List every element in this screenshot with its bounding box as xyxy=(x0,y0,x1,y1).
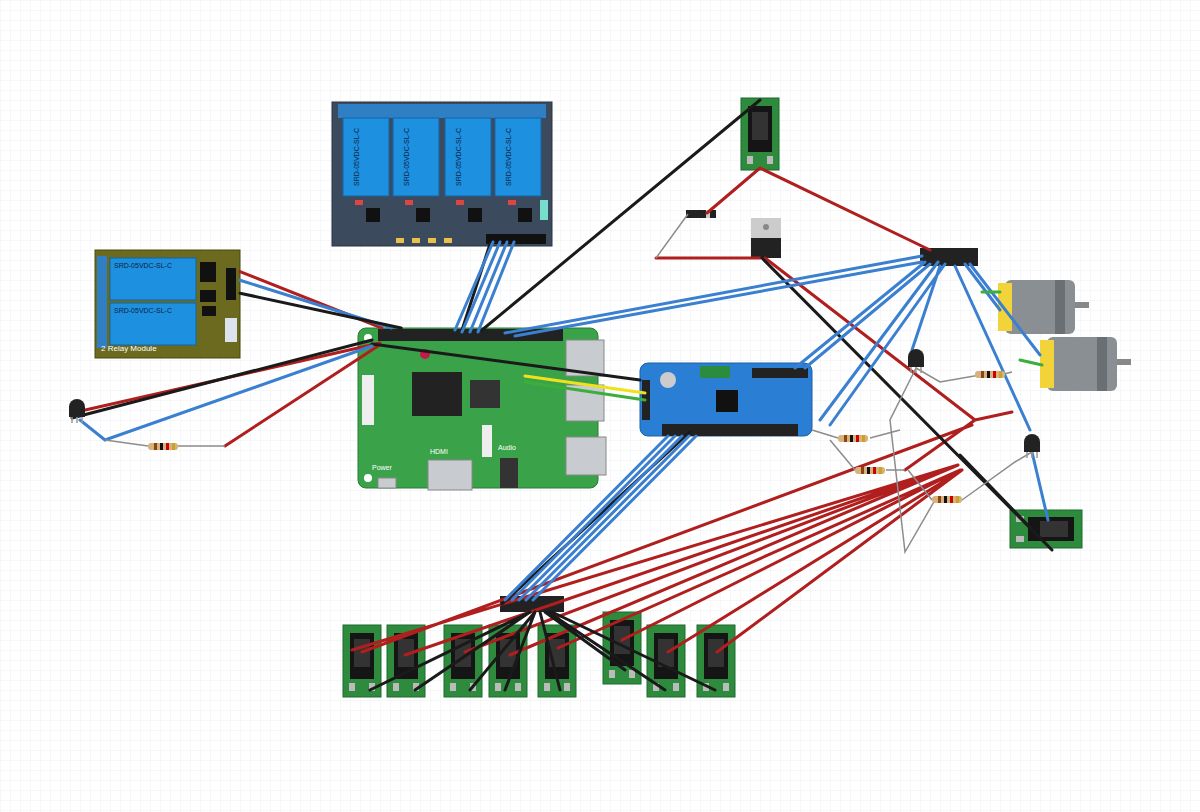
optocoupler xyxy=(366,208,532,222)
part-number: SRD-05VDC-SL-C xyxy=(353,128,361,186)
resistor xyxy=(838,435,868,442)
resistor xyxy=(932,496,962,503)
component xyxy=(200,262,216,316)
wire xyxy=(240,293,401,328)
black-wire xyxy=(72,100,1052,690)
transistor xyxy=(1024,434,1040,458)
part-number: SRD-05VDC-SL-C xyxy=(403,128,411,186)
motor-shaft xyxy=(1075,302,1089,308)
barrel-jack xyxy=(603,612,641,684)
part-number: SRD-05VDC-SL-C xyxy=(114,262,172,270)
terminal-block xyxy=(338,104,546,118)
part-number: SRD-05VDC-SL-C xyxy=(114,307,172,315)
display-connector xyxy=(362,375,374,425)
chip xyxy=(470,380,500,408)
led xyxy=(355,200,516,205)
terminal-block xyxy=(97,256,107,348)
relay-board xyxy=(95,250,240,358)
resistor xyxy=(855,467,885,474)
relay xyxy=(445,118,491,196)
relay xyxy=(110,258,196,300)
part-number: SRD-05VDC-SL-C xyxy=(505,128,513,186)
mount-hole xyxy=(364,334,372,482)
jumper xyxy=(225,318,237,342)
soc-chip xyxy=(412,372,462,416)
pin-header xyxy=(486,234,546,244)
barrel-jack xyxy=(741,98,779,170)
component-label: 2 Relay Module xyxy=(101,345,157,354)
green-wire xyxy=(525,292,1042,400)
resistor xyxy=(975,371,1005,378)
relay xyxy=(110,303,196,345)
audio-jack xyxy=(500,458,518,488)
servo-board xyxy=(640,363,812,436)
terminal-block xyxy=(700,366,730,378)
motor-cap xyxy=(998,283,1012,331)
motor-shaft xyxy=(1117,359,1131,365)
resistor xyxy=(148,443,178,450)
diode xyxy=(686,210,716,218)
blue-wire xyxy=(80,242,1048,600)
component-label: Power xyxy=(372,464,392,472)
relay xyxy=(495,118,541,196)
raspberry-pi: Power HDMI Audio xyxy=(358,328,598,488)
camera-connector xyxy=(482,425,492,457)
relay xyxy=(343,118,389,196)
regulator-body xyxy=(751,238,781,258)
motor-ring xyxy=(1097,337,1107,391)
relay xyxy=(393,118,439,196)
transistor xyxy=(69,399,85,423)
pi-board xyxy=(358,328,598,488)
regulator-tab xyxy=(751,218,781,240)
component-label: HDMI xyxy=(430,448,448,456)
relay-board xyxy=(332,102,552,246)
regulator-hole xyxy=(763,224,769,230)
hdmi-port xyxy=(428,460,472,490)
transistor xyxy=(908,349,924,373)
ethernet-port xyxy=(566,437,606,475)
pin-header xyxy=(226,268,236,300)
pad xyxy=(396,238,452,243)
pin-header xyxy=(662,424,798,436)
micro-usb xyxy=(378,478,396,488)
motor-ring xyxy=(1055,280,1065,334)
motor-body xyxy=(1005,280,1075,334)
motor-body xyxy=(1047,337,1117,391)
part-number: SRD-05VDC-SL-C xyxy=(455,128,463,186)
pin-header xyxy=(752,368,808,378)
jumper xyxy=(540,200,548,220)
component-label: Audio xyxy=(498,444,516,452)
barrel-jack xyxy=(697,625,735,697)
chip xyxy=(716,390,738,412)
capacitor xyxy=(660,372,676,388)
component-lead xyxy=(105,214,1032,552)
